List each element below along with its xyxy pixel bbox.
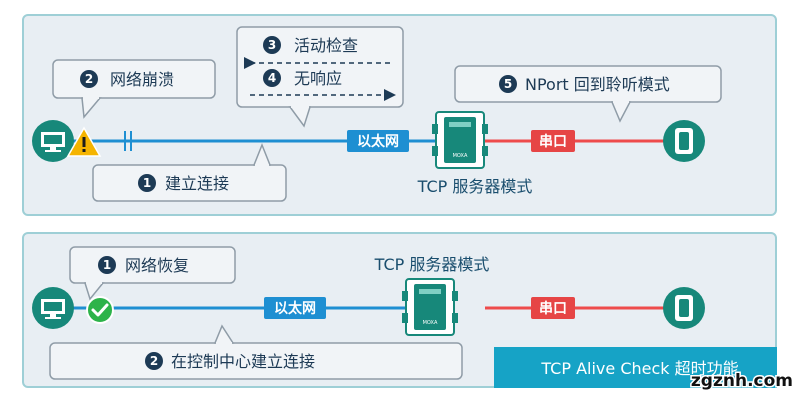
step-number-badge xyxy=(499,75,517,93)
step-number-badge xyxy=(138,174,156,192)
svg-text:1: 1 xyxy=(143,176,151,190)
serial-tag: 串口 xyxy=(539,133,567,150)
step-label: 建立连接 xyxy=(165,174,229,193)
svg-text:1: 1 xyxy=(103,258,111,272)
svg-text:2: 2 xyxy=(85,72,93,86)
nport-listen-bubble: 5 NPort 回到聆听模式 xyxy=(454,65,722,123)
svg-text:3: 3 xyxy=(268,38,276,52)
control-center-bubble: 2 在控制中心建立连接 xyxy=(49,324,463,380)
step-number-badge xyxy=(80,70,98,88)
step-label: 活动检查 xyxy=(294,36,358,55)
check-icon xyxy=(86,296,114,324)
monitor-icon xyxy=(32,120,74,162)
ethernet-tag-bg xyxy=(264,297,326,319)
feature-banner xyxy=(494,347,777,388)
nport-device-icon: MOXA xyxy=(402,278,458,336)
svg-text:MOXA: MOXA xyxy=(453,153,468,159)
network-crash-bubble: 2 网络崩溃 xyxy=(52,59,216,119)
step-label: 在控制中心建立连接 xyxy=(171,352,315,371)
nport-device-icon: MOXA xyxy=(432,111,488,169)
svg-text:2: 2 xyxy=(150,354,158,368)
step-number-badge xyxy=(98,256,116,274)
serial-tag-bg xyxy=(531,130,575,152)
svg-text:MOXA: MOXA xyxy=(423,320,438,326)
step-label: 网络崩溃 xyxy=(110,70,174,89)
ethernet-tag: 以太网 xyxy=(357,133,399,150)
svg-text:5: 5 xyxy=(504,77,512,91)
ethernet-tag: 以太网 xyxy=(274,300,316,317)
step-number-badge xyxy=(263,69,281,87)
step-number-badge xyxy=(263,36,281,54)
step-label: NPort 回到聆听模式 xyxy=(525,75,670,94)
serial-connector-icon xyxy=(663,287,705,329)
monitor-icon xyxy=(32,287,74,329)
establish-connection-bubble: 1 建立连接 xyxy=(92,142,287,202)
warning-icon xyxy=(66,126,102,157)
step-number-badge xyxy=(145,352,163,370)
active-check-bubble: 3 活动检查 4 无响应 xyxy=(236,26,404,128)
watermark: zgznh.com xyxy=(691,371,793,391)
serial-tag: 串口 xyxy=(539,300,567,317)
ethernet-tag-bg xyxy=(347,130,409,152)
feature-title: TCP Alive Check 超时功能 xyxy=(540,359,738,378)
step-label: 无响应 xyxy=(294,69,342,88)
network-break-marks xyxy=(124,131,132,151)
serial-tag-bg xyxy=(531,297,575,319)
server-mode-label: TCP 服务器模式 xyxy=(374,255,490,274)
server-mode-label: TCP 服务器模式 xyxy=(417,177,533,196)
step-label: 网络恢复 xyxy=(125,256,189,275)
svg-text:4: 4 xyxy=(268,71,276,85)
serial-connector-icon xyxy=(663,120,705,162)
network-recovery-bubble: 1 网络恢复 xyxy=(69,246,236,301)
